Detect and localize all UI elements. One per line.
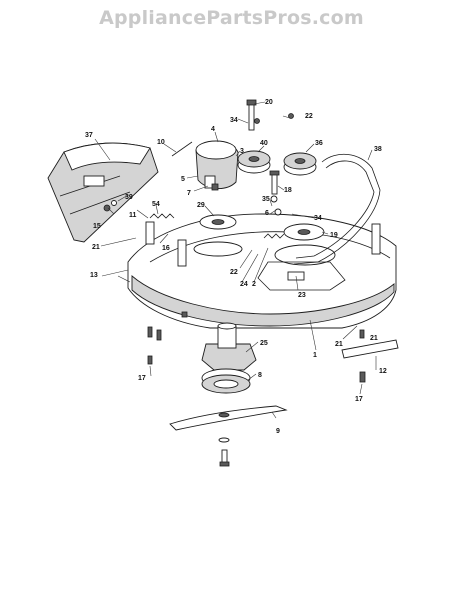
callout-labels: 37 10 4 3 5 7 29 39 54 11 15 21 16 13 20… xyxy=(85,99,387,435)
callout-25: 25 xyxy=(260,340,268,347)
callout-11: 11 xyxy=(129,212,137,219)
callout-1: 1 xyxy=(313,352,317,359)
bracket-12 xyxy=(341,339,399,359)
callout-21b: 21 xyxy=(335,341,343,348)
watermark-text: AppliancePartsPros.com xyxy=(99,7,364,29)
spindle-housing xyxy=(201,322,257,371)
spring-54 xyxy=(149,213,175,219)
callout-3: 3 xyxy=(240,148,244,155)
callout-16: 16 xyxy=(162,245,170,252)
callout-4: 4 xyxy=(211,126,215,133)
discharge-chute xyxy=(47,142,159,243)
rod-10 xyxy=(171,141,193,157)
idler-arm-assembly xyxy=(195,140,239,189)
mower-deck-housing xyxy=(127,213,397,329)
callout-35: 35 xyxy=(262,196,270,203)
bolt-20 xyxy=(246,99,257,131)
callout-24: 24 xyxy=(240,281,248,288)
callout-2: 2 xyxy=(252,281,256,288)
callout-20: 20 xyxy=(265,99,273,106)
callout-18: 18 xyxy=(284,187,292,194)
spring-22 xyxy=(263,233,285,239)
idler-pulley-36 xyxy=(283,152,317,176)
callout-19: 19 xyxy=(330,232,338,239)
callout-12: 12 xyxy=(379,368,387,375)
callout-21: 21 xyxy=(92,244,100,251)
blade-bolt xyxy=(218,437,230,467)
callout-17b: 17 xyxy=(355,396,363,403)
callout-17: 17 xyxy=(138,375,146,382)
callout-23: 23 xyxy=(298,292,306,299)
drive-belt xyxy=(293,154,381,265)
callout-22: 22 xyxy=(305,113,313,120)
callout-15: 15 xyxy=(93,223,101,230)
callout-34b: 34 xyxy=(314,215,322,222)
callout-22b: 22 xyxy=(230,269,238,276)
callout-38: 38 xyxy=(374,146,382,153)
callout-5: 5 xyxy=(181,176,185,183)
callout-29: 29 xyxy=(197,202,205,209)
spindle-pulley xyxy=(283,223,325,241)
callout-7: 7 xyxy=(187,190,191,197)
callout-36: 36 xyxy=(315,140,323,147)
callout-6: 6 xyxy=(265,210,269,217)
center-pulley xyxy=(199,214,237,230)
callout-54: 54 xyxy=(152,201,160,208)
idler-pulley-40 xyxy=(237,150,271,174)
callout-34: 34 xyxy=(230,117,238,124)
callout-13: 13 xyxy=(90,272,98,279)
callout-39: 39 xyxy=(125,194,133,201)
callout-37: 37 xyxy=(85,132,93,139)
callout-8: 8 xyxy=(258,372,262,379)
callout-10: 10 xyxy=(157,139,165,146)
callout-40: 40 xyxy=(260,140,268,147)
callout-9: 9 xyxy=(276,428,280,435)
hardware-pieces xyxy=(103,113,366,383)
bearing-ring xyxy=(201,368,251,394)
callout-21c: 21 xyxy=(370,335,378,342)
bolt-18 xyxy=(269,170,280,195)
mower-blade xyxy=(169,405,288,431)
leader-lines xyxy=(94,101,377,419)
